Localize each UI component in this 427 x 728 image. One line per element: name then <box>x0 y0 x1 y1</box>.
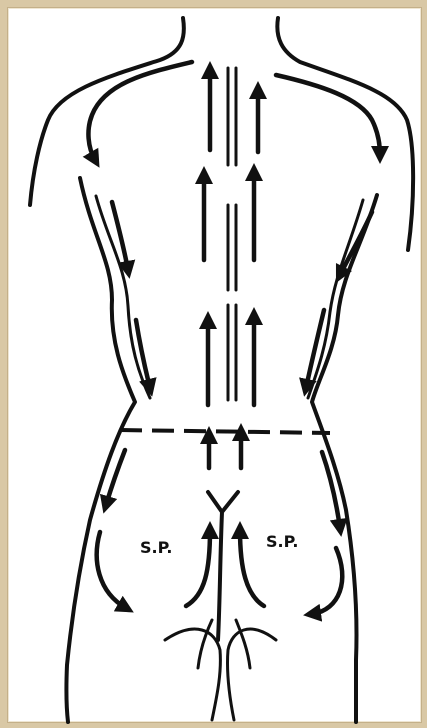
right-hip-arrow <box>322 452 340 528</box>
right-buttock-curve <box>227 629 276 720</box>
neck-left-line <box>30 18 184 205</box>
left-lower-hip-arrow <box>97 532 126 608</box>
spine-upward-arrows <box>204 70 258 468</box>
left-inner-thigh-line <box>198 620 212 668</box>
left-buttock-curve <box>165 629 220 720</box>
right-back-inner-line <box>308 200 363 398</box>
left-shoulder-arrow <box>88 62 192 160</box>
waist-dashed-line <box>120 430 330 433</box>
right-torso-outline <box>312 195 377 722</box>
gluteal-cleft <box>208 492 238 640</box>
left-upper-side-arrow <box>112 202 128 270</box>
buttocks-outline <box>165 492 276 720</box>
right-inner-thigh-line <box>236 620 250 668</box>
neck-right-line <box>277 18 413 250</box>
left-sp-label: S.P. <box>140 538 172 557</box>
left-buttock-arrow <box>186 530 210 606</box>
right-lower-hip-arrow <box>312 548 342 614</box>
right-sp-label: S.P. <box>266 532 298 551</box>
right-buttock-arrow <box>240 530 264 606</box>
